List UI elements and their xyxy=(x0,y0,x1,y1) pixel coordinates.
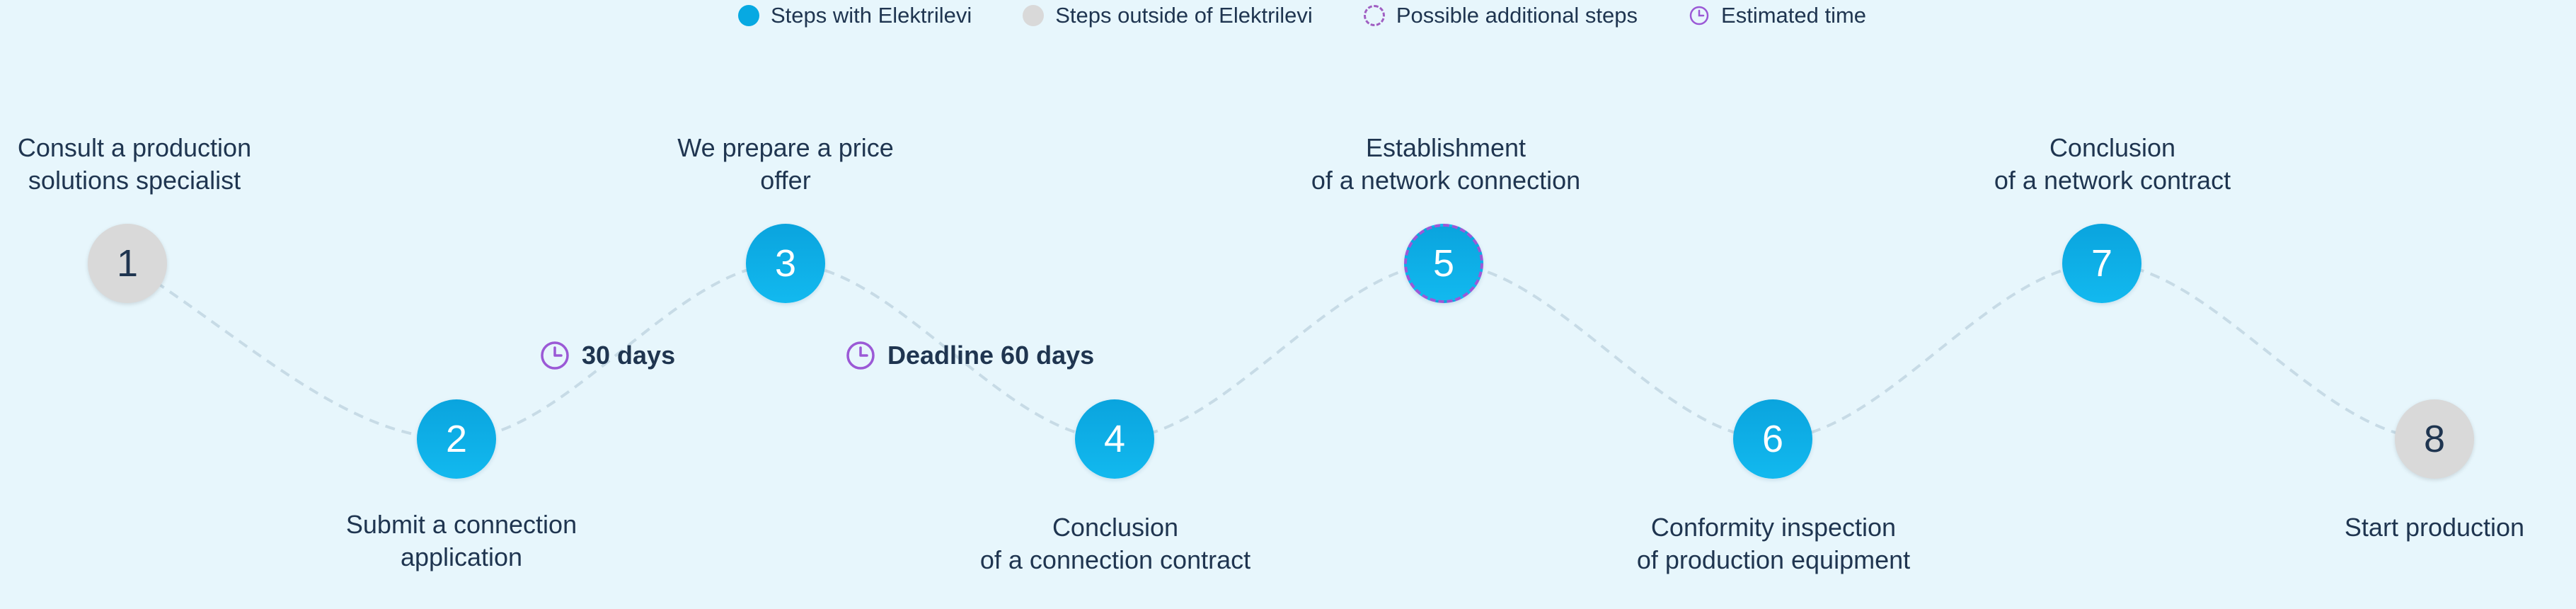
step-node-4[interactable]: 4 xyxy=(1075,399,1154,479)
step-label-line: Establishment xyxy=(1365,133,1526,162)
step-number: 1 xyxy=(116,242,139,285)
step-label-line: solutions specialist xyxy=(28,166,241,195)
legend-item-elektrilevi: Steps with Elektrilevi xyxy=(737,3,972,28)
legend-item-estimated-time: Estimated time xyxy=(1689,3,1866,28)
legend-label: Possible additional steps xyxy=(1396,3,1638,28)
step-node-1[interactable]: 1 xyxy=(88,224,167,303)
step-number: 4 xyxy=(1103,418,1126,460)
step-label-line: We prepare a price xyxy=(677,133,894,162)
legend: Steps with Elektrilevi Steps outside of … xyxy=(0,0,2576,31)
duration-text: Deadline 60 days xyxy=(887,341,1095,370)
legend-label: Steps outside of Elektrilevi xyxy=(1055,3,1313,28)
blue-dot-icon xyxy=(737,5,759,26)
legend-item-outside: Steps outside of Elektrilevi xyxy=(1023,3,1313,28)
step-label-6: Conformity inspection of production equi… xyxy=(1604,511,1943,576)
step-number: 3 xyxy=(774,242,797,285)
step-label-line: of production equipment xyxy=(1636,545,1911,574)
step-label-line: Conclusion xyxy=(2049,133,2176,162)
step-label-4: Conclusion of a connection contract xyxy=(945,511,1285,576)
step-label-line: Start production xyxy=(2344,513,2525,542)
step-number: 2 xyxy=(445,418,468,460)
grey-dot-icon xyxy=(1023,5,1045,26)
step-label-line: Submit a connection xyxy=(345,510,577,539)
connector-path xyxy=(126,261,2435,441)
step-node-3[interactable]: 3 xyxy=(746,224,825,303)
step-node-7[interactable]: 7 xyxy=(2062,224,2141,303)
step-label-line: Conformity inspection xyxy=(1650,513,1897,542)
clock-icon xyxy=(846,341,875,370)
legend-item-additional: Possible additional steps xyxy=(1363,3,1638,28)
step-label-line: of a network connection xyxy=(1311,166,1581,195)
step-number: 6 xyxy=(1761,418,1784,460)
step-label-line: Consult a production xyxy=(17,133,252,162)
step-number: 8 xyxy=(2423,418,2446,460)
duration-deadline-60-days: Deadline 60 days xyxy=(845,340,1094,371)
step-label-3: We prepare a price offer xyxy=(616,132,955,197)
legend-label: Estimated time xyxy=(1721,3,1867,28)
clock-icon xyxy=(541,341,569,370)
step-label-line: offer xyxy=(760,166,811,195)
step-label-1: Consult a production solutions specialis… xyxy=(0,132,304,197)
step-number: 7 xyxy=(2091,242,2113,285)
clock-icon xyxy=(1689,6,1709,25)
step-label-8: Start production xyxy=(2265,511,2576,544)
step-label-2: Submit a connection application xyxy=(292,508,631,574)
duration-text: 30 days xyxy=(582,341,676,370)
step-label-7: Conclusion of a network contract xyxy=(1943,132,2282,197)
legend-label: Steps with Elektrilevi xyxy=(770,3,972,28)
step-label-line: Conclusion xyxy=(1052,513,1179,542)
step-node-2[interactable]: 2 xyxy=(417,399,496,479)
step-node-8[interactable]: 8 xyxy=(2395,399,2474,479)
step-node-5[interactable]: 5 xyxy=(1404,224,1483,303)
dashed-circle-icon xyxy=(1363,5,1385,26)
step-label-line: application xyxy=(400,542,523,571)
step-node-6[interactable]: 6 xyxy=(1733,399,1812,479)
step-number: 5 xyxy=(1432,242,1455,285)
step-label-5: Establishment of a network connection xyxy=(1276,132,1616,197)
step-label-line: of a network contract xyxy=(1994,166,2231,195)
duration-30-days: 30 days xyxy=(539,340,675,371)
step-label-line: of a connection contract xyxy=(979,545,1251,574)
